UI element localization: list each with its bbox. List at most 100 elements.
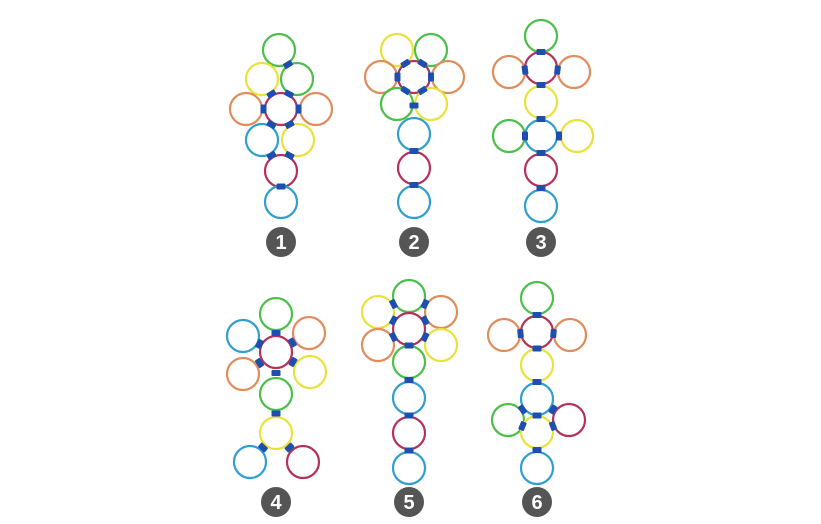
hoop-connector-clip (409, 182, 419, 188)
hoop-connector-clip (548, 404, 558, 415)
hoop-ring-green (258, 376, 294, 412)
hoop-ring-green (523, 18, 559, 54)
hoop-ring-green (490, 402, 526, 438)
hoop-ring-crimson (396, 150, 432, 186)
hoop-ring-blue (232, 444, 268, 480)
hoop-connector-clip (394, 72, 401, 82)
hoop-ring-crimson (258, 334, 294, 370)
hoop-connector-clip (271, 330, 281, 336)
hoop-ring-yellow (559, 118, 595, 154)
layout-6: 6 (486, 280, 588, 517)
hoop-connector-clip (295, 104, 302, 114)
hoop-ring-orange (228, 91, 264, 127)
hoop-connector-clip (276, 183, 286, 190)
hoop-connector-clip (389, 315, 398, 326)
layout-5: 5 (360, 278, 459, 517)
hoop-connector-clip (282, 59, 294, 70)
hoop-connector-clip (420, 331, 430, 343)
hoop-ring-crimson (391, 311, 427, 347)
hoop-connector-clip (536, 150, 546, 156)
hoop-ring-blue (391, 450, 427, 486)
hoop-ring-orange (360, 327, 396, 363)
hoop-ring-crimson (551, 402, 587, 438)
hoop-ring-orange (486, 317, 522, 353)
hoop-connector-clip (283, 89, 295, 99)
hoop-connector-clip (266, 150, 277, 161)
hoop-ring-green (391, 344, 427, 380)
hoop-ring-blue (396, 116, 432, 152)
hoop-ring-crimson (285, 444, 321, 480)
hoop-connector-clip (550, 328, 557, 339)
hoop-ring-yellow (379, 32, 415, 68)
hoop-ring-yellow (423, 327, 459, 363)
number-badge (261, 487, 291, 517)
hoop-connector-clip (284, 151, 295, 160)
hoop-ring-yellow (519, 414, 555, 450)
hoop-connector-clip (532, 447, 542, 453)
hoop-connector-clip (288, 337, 297, 348)
hoop-ring-blue (523, 188, 559, 224)
number-badge-label: 6 (531, 492, 542, 514)
number-badge (266, 227, 296, 257)
number-badge-label: 2 (408, 232, 419, 254)
hoop-ring-blue (391, 380, 427, 416)
hoop-ring-orange (423, 294, 459, 330)
hoop-ring-orange (556, 54, 592, 90)
hoop-ring-green (491, 118, 527, 154)
hoop-connector-clip (521, 65, 529, 75)
hoop-connector-clip (532, 379, 542, 385)
hoop-connector-clip (522, 131, 528, 141)
hoop-connector-clip (532, 345, 542, 352)
hoop-connector-clip (266, 119, 277, 130)
layout-4: 4 (225, 296, 328, 517)
hoop-connector-clip (389, 298, 398, 310)
hoop-connector-clip (400, 85, 411, 96)
hoop-ring-orange (291, 315, 327, 351)
hoop-ring-yellow (244, 61, 280, 97)
hoop-connector-clip (536, 185, 546, 191)
hoop-connector-clip (255, 338, 264, 350)
hoop-connector-clip (428, 72, 434, 82)
hoop-ring-crimson (519, 314, 555, 350)
hoop-connector-clip (417, 58, 428, 69)
hoop-ring-blue (244, 122, 280, 158)
hoop-ring-blue (523, 118, 559, 154)
hoop-connector-clip (260, 104, 267, 114)
hoop-connector-clip (254, 357, 265, 369)
hoop-connector-clip (271, 410, 281, 417)
hoop-connector-clip (288, 356, 298, 368)
number-badge (394, 487, 424, 517)
hoop-ring-crimson (391, 415, 427, 451)
hoop-ring-orange (552, 317, 588, 353)
hoop-ring-blue (225, 318, 261, 354)
hoop-connector-clip (417, 85, 428, 96)
hoop-connector-clip (404, 447, 414, 454)
hoop-ring-green (519, 280, 555, 316)
hoop-ring-yellow (360, 294, 396, 330)
hoop-connector-clip (400, 58, 411, 69)
hoop-ring-crimson (523, 50, 559, 86)
number-badge-label: 3 (535, 232, 546, 254)
hoop-ring-crimson (523, 152, 559, 188)
hoop-connector-clip (404, 342, 414, 349)
number-badge (399, 227, 429, 257)
hoop-connector-clip (284, 120, 295, 129)
layout-2: 2 (363, 32, 466, 257)
hoop-connector-clip (404, 412, 414, 419)
hoop-connector-clip (532, 312, 542, 318)
hoop-connector-clip (389, 331, 398, 343)
hoop-connector-clip (420, 315, 430, 326)
hoop-ring-yellow (292, 354, 328, 390)
hoop-connector-clip (536, 49, 546, 55)
hoop-connector-clip (556, 131, 562, 141)
hoop-connector-clip (420, 298, 430, 310)
hoop-connector-clip (517, 328, 524, 339)
hoop-ring-blue (396, 184, 432, 220)
hoop-connector-clip (548, 421, 558, 431)
hoop-ring-green (261, 32, 297, 68)
number-badge-label: 1 (275, 232, 286, 254)
hoop-ring-yellow (523, 84, 559, 120)
hoop-ring-blue (519, 450, 555, 486)
